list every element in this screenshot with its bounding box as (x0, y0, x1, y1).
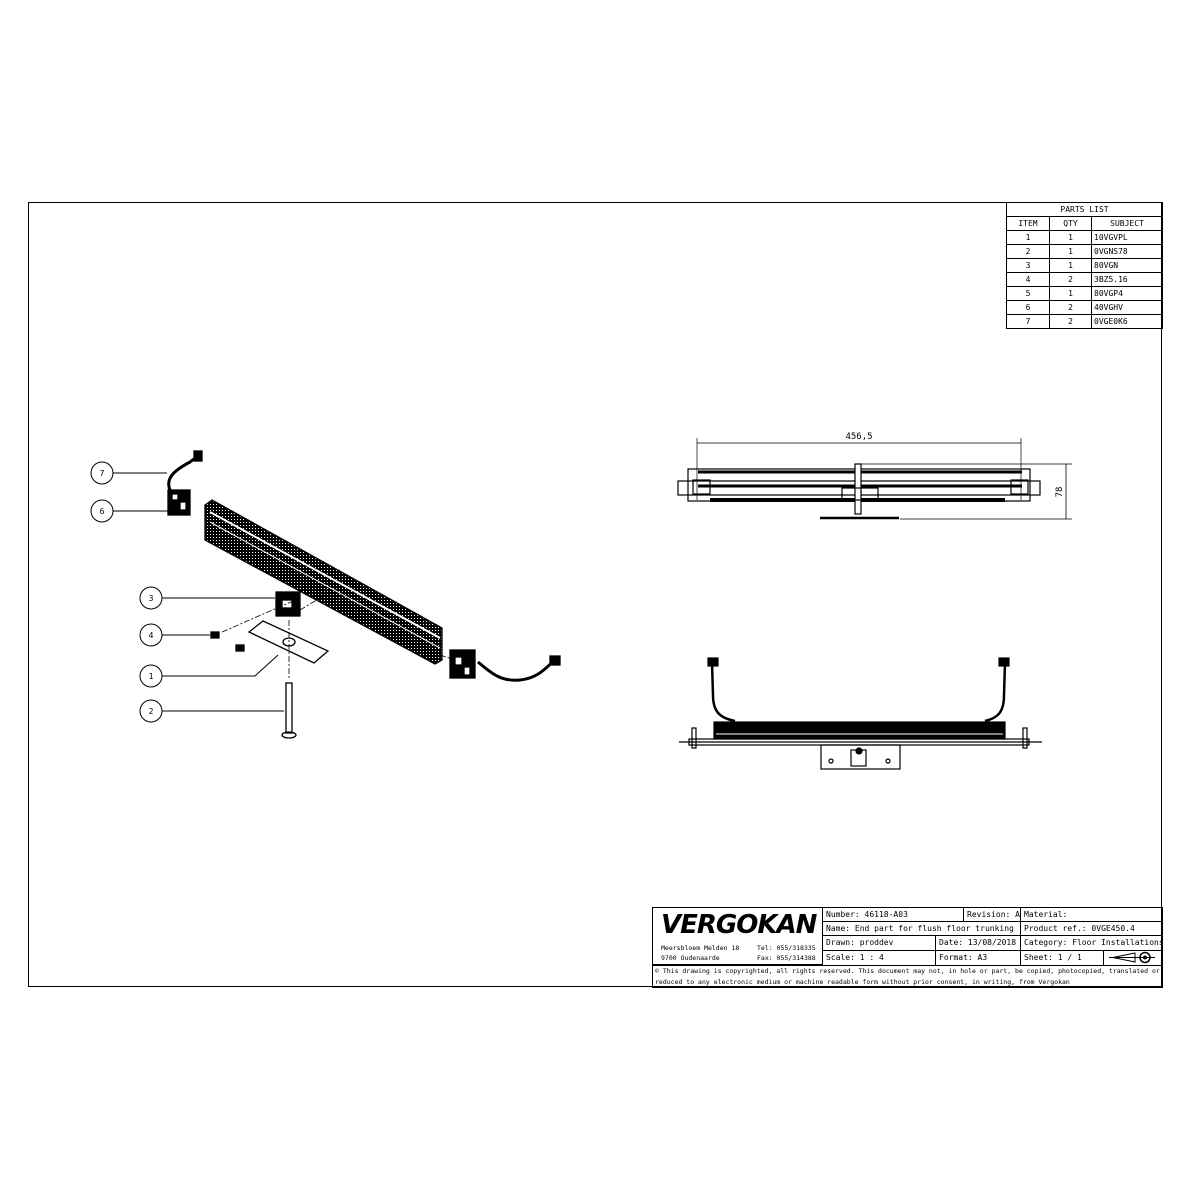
svg-text:6: 6 (100, 507, 105, 516)
product-ref: Product ref.: 0VGE450.4 (1021, 922, 1162, 936)
screw-4a (210, 631, 220, 639)
material: Material: (1021, 908, 1162, 922)
copyright-notice: © This drawing is copyrighted, all right… (655, 967, 1160, 986)
telephone: Tel: 055/318335 (757, 944, 816, 952)
svg-text:3: 3 (149, 594, 154, 603)
balloon-7: 7 (90, 461, 167, 485)
drawing-frame (28, 202, 1162, 987)
end-cap-left (167, 489, 191, 516)
base-plate-1 (247, 620, 330, 664)
company-logo: VERGOKAN Meersbloem Melden 18 9700 Ouden… (653, 908, 823, 965)
svg-text:4: 4 (149, 631, 154, 640)
cable-left (167, 454, 199, 491)
format: Format: A3 (936, 951, 1021, 966)
balloon-2: 2 (139, 699, 284, 723)
svg-text:7: 7 (100, 469, 105, 478)
cell-qty: 2 (1049, 314, 1092, 329)
address-line-1: Meersbloem Melden 18 (661, 944, 740, 952)
sheet: Sheet: 1 / 1 (1021, 951, 1104, 966)
title-block: VERGOKAN Meersbloem Melden 18 9700 Ouden… (652, 907, 1163, 988)
balloon-6: 6 (90, 499, 168, 523)
dimension-height: 78 (1055, 487, 1065, 498)
address-line-2: 9700 Oudenaarde (661, 954, 720, 962)
top-view (679, 657, 1042, 770)
drawn-by: Drawn: proddev (823, 936, 936, 951)
svg-text:2: 2 (149, 707, 154, 716)
balloon-4: 4 (139, 623, 210, 647)
trunking-profile (204, 499, 443, 665)
bracket-3 (275, 591, 301, 617)
balloon-1: 1 (139, 654, 279, 688)
isometric-view (167, 450, 561, 739)
front-view: 456,5 78 (677, 432, 1072, 520)
projection-icon (1104, 951, 1162, 966)
balloons: 7 6 3 4 1 2 (90, 461, 284, 723)
brand-wordmark: VERGOKAN (661, 910, 817, 940)
drawing-number: Number: 46118-A03 (823, 908, 964, 922)
dimension-width: 456,5 (845, 432, 872, 442)
balloon-3: 3 (139, 586, 275, 610)
revision: Revision: A (964, 908, 1021, 922)
cable-left (710, 662, 736, 723)
svg-text:1: 1 (149, 672, 154, 681)
cell-subject: 0VGE0K6 (1091, 314, 1163, 329)
screw-4b (235, 644, 245, 652)
drawing-name: Name: End part for flush floor trunking (823, 922, 1021, 936)
bolt-2 (285, 682, 293, 734)
date: Date: 13/08/2018 (936, 936, 1021, 951)
cable-right (477, 658, 556, 682)
end-cap-right (449, 649, 476, 679)
fax: Fax: 055/314388 (757, 954, 816, 962)
scale: Scale: 1 : 4 (823, 951, 936, 966)
category: Category: Floor Installations (1021, 936, 1162, 951)
cable-right (984, 662, 1007, 723)
